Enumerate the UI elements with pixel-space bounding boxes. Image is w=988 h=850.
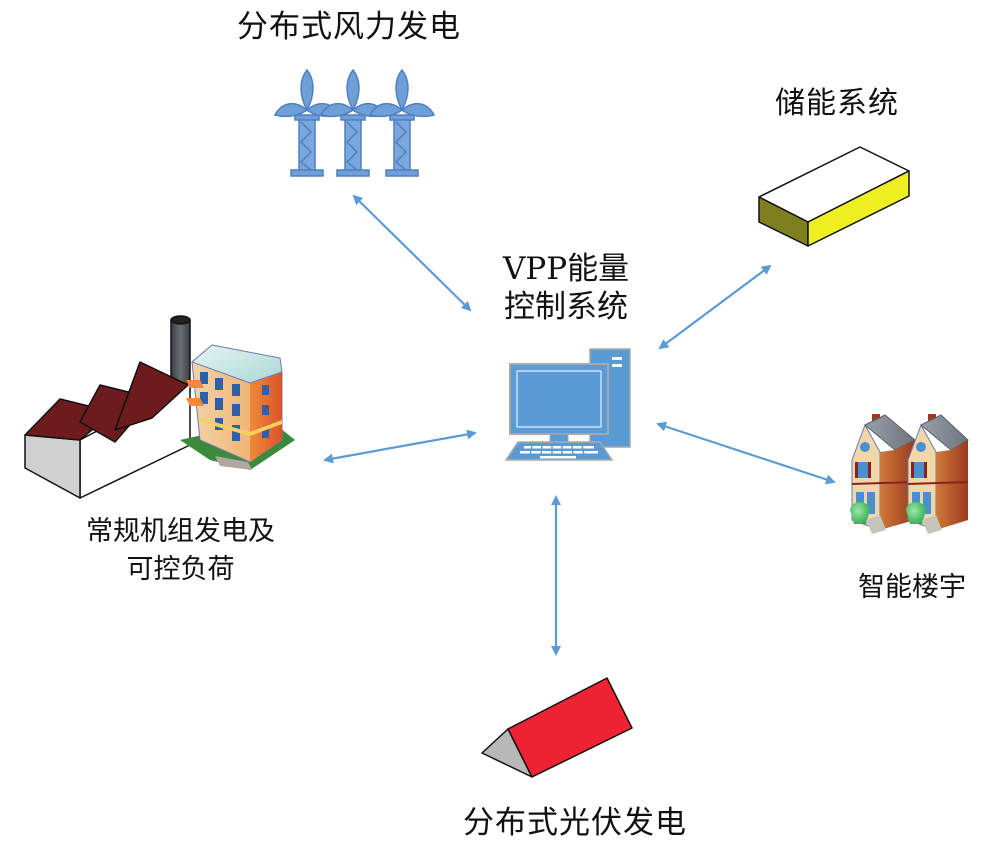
factory-roof-3 [114,361,189,431]
wind-turbine-2 [319,68,387,177]
smart-building-label: 智能楼宇 [858,572,966,603]
connection-arrows [323,194,836,656]
conventional-label-line1: 常规机组发电及 [86,516,275,547]
house-2 [906,414,969,534]
vpp-label-line1: VPP能量 [503,251,630,287]
vpp-center-label: VPP能量 控制系统 [503,250,629,326]
storage-label: 储能系统 [775,86,899,121]
conventional-label: 常规机组发电及 可控负荷 [86,513,275,589]
arrow-vpp-smart-building [656,421,836,485]
arrow-vpp-wind [352,194,472,312]
storage-front-face [807,170,910,247]
houses-icon [850,414,969,534]
wind-turbine-icon [273,68,436,177]
arrow-vpp-storage [658,264,772,350]
vpp-label-line2: 控制系统 [504,289,629,325]
wind-label: 分布式风力发电 [237,9,461,45]
arrow-vpp-conventional [323,429,477,464]
wind-turbine-1 [273,68,341,177]
wind-turbine-3 [368,68,436,177]
battery-box-icon [758,146,910,247]
factory-icon [24,315,191,499]
pv-roof-face [507,677,633,778]
computer-icon [504,348,631,461]
house-1 [850,414,916,534]
factory-wall-side [24,434,81,499]
solar-panel-icon [481,677,633,778]
conventional-label-line2: 可控负荷 [126,554,235,585]
pv-label: 分布式光伏发电 [463,805,687,841]
office-building-icon [180,344,295,470]
